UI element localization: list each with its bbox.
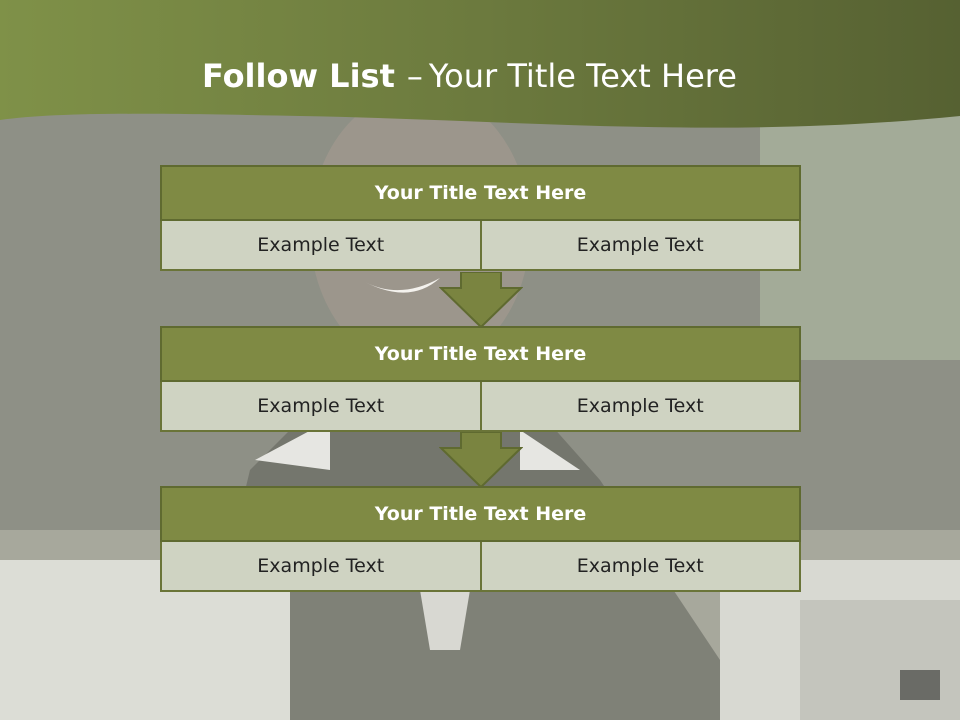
block-row: Example Text Example Text [160, 382, 801, 432]
block-title: Your Title Text Here [160, 326, 801, 382]
block-cell-right: Example Text [480, 221, 801, 271]
block-cell-left: Example Text [160, 382, 481, 432]
block-title: Your Title Text Here [160, 486, 801, 542]
slide-title-bold: Follow List [202, 57, 395, 95]
down-arrow-icon [439, 432, 523, 488]
list-block-3: Your Title Text Here Example Text Exampl… [160, 486, 801, 592]
block-cell-left: Example Text [160, 221, 481, 271]
list-block-2: Your Title Text Here Example Text Exampl… [160, 326, 801, 432]
block-cell-left: Example Text [160, 542, 481, 592]
block-title: Your Title Text Here [160, 165, 801, 221]
block-row: Example Text Example Text [160, 542, 801, 592]
slide-title-separator: – [406, 57, 423, 95]
down-arrow-icon [439, 272, 523, 328]
block-row: Example Text Example Text [160, 221, 801, 271]
slide-title: Follow List–Your Title Text Here [202, 54, 922, 98]
header-band [0, 0, 960, 128]
block-cell-right: Example Text [480, 382, 801, 432]
list-block-1: Your Title Text Here Example Text Exampl… [160, 165, 801, 271]
slide-title-rest: Your Title Text Here [428, 57, 737, 95]
block-cell-right: Example Text [480, 542, 801, 592]
